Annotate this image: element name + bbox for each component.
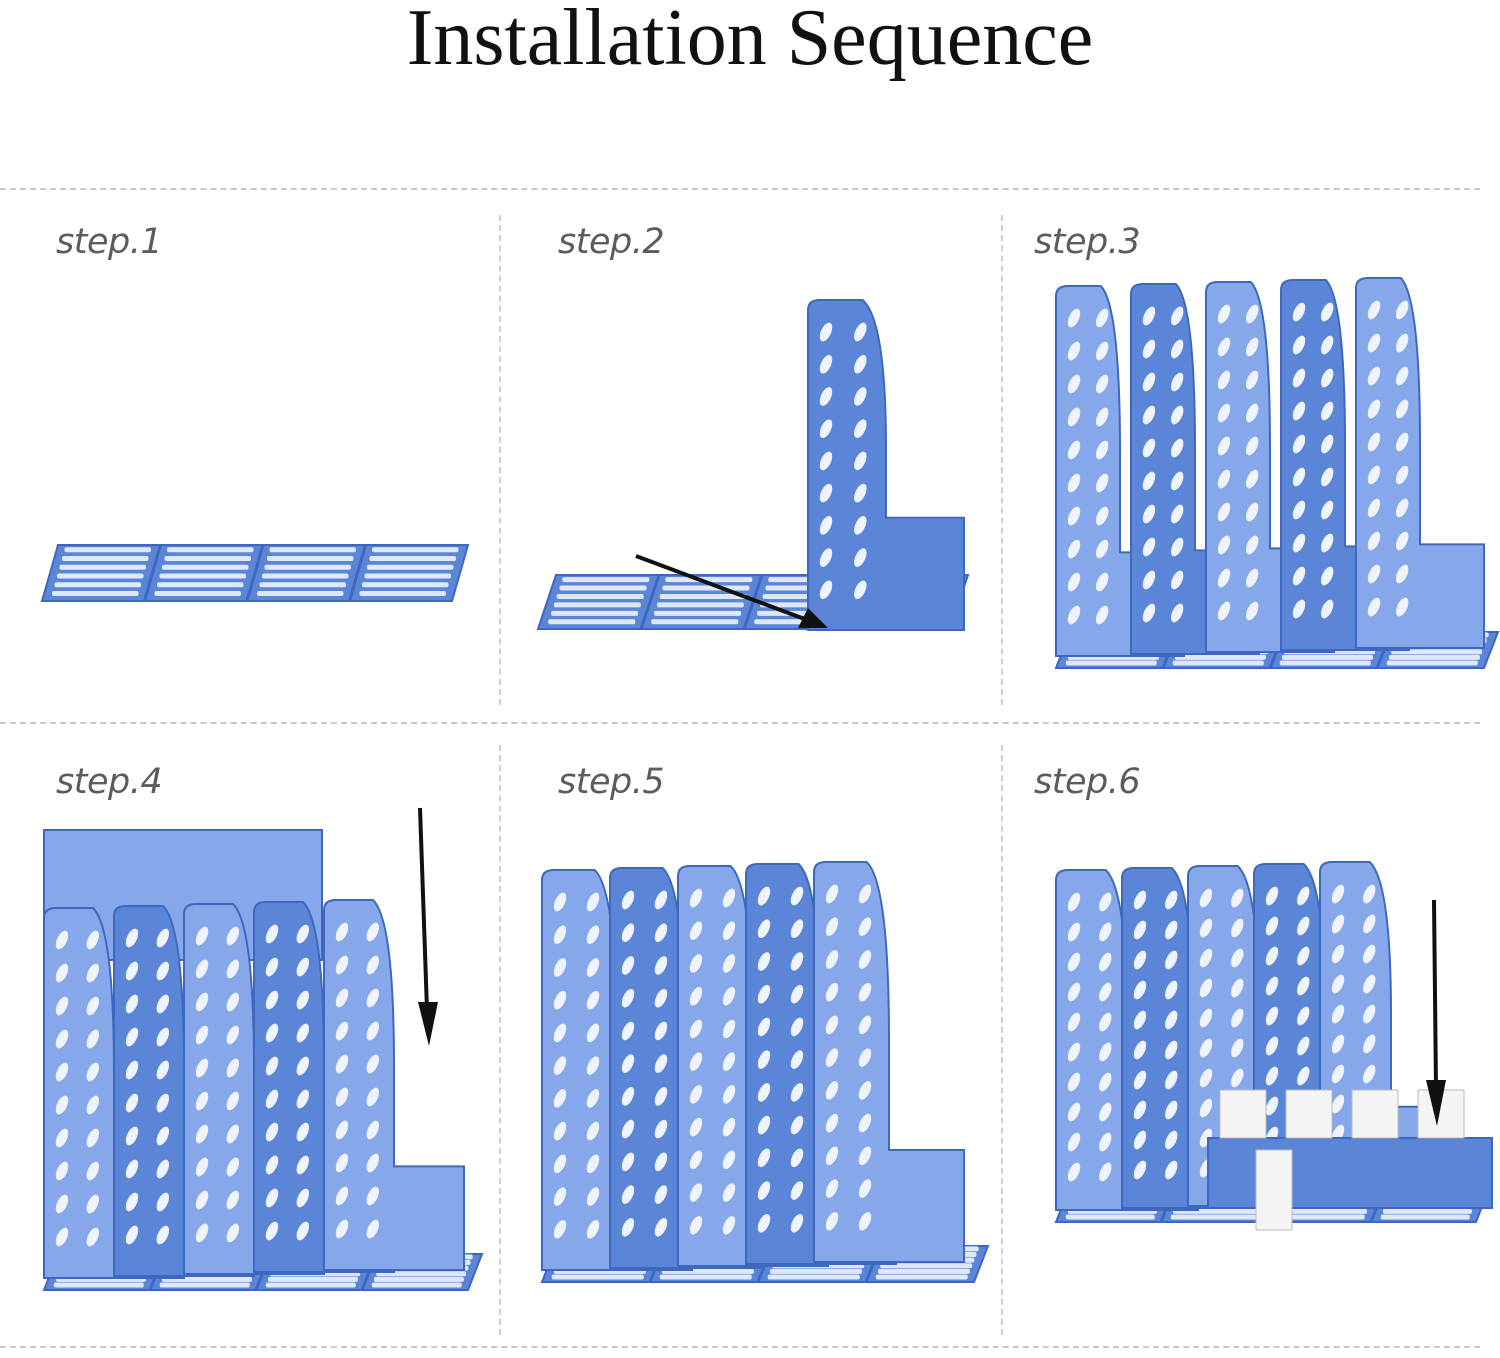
divider-plate-icon (540, 861, 990, 1283)
page-title: Installation Sequence (406, 0, 1094, 82)
arrow-icon (418, 807, 438, 1046)
base-tray-icon (40, 544, 470, 602)
divider-top (0, 188, 1480, 190)
divider-col-4 (1001, 745, 1003, 1335)
divider-plate-icon (1054, 277, 1500, 669)
arrow-icon (1426, 899, 1446, 1126)
divider-bottom (0, 1346, 1480, 1348)
step-4-panel: step.4 (0, 740, 498, 1340)
label-card-icon (1054, 861, 1493, 1231)
step-4-label: step.4 (56, 762, 163, 802)
step-1-label: step.1 (56, 222, 163, 262)
divider-col-3 (499, 745, 501, 1335)
divider-plate-icon (536, 299, 970, 631)
step-1-panel: step.1 (0, 200, 498, 720)
step-5-label: step.5 (558, 762, 665, 802)
step-5-panel: step.5 (502, 740, 1000, 1340)
step-2-panel: step.2 (502, 200, 1000, 720)
step-6-label: step.6 (1034, 762, 1141, 802)
divider-plate-icon (42, 807, 484, 1291)
step-3-panel: step.3 (1004, 200, 1500, 720)
arrow-icon (635, 554, 828, 628)
divider-col-1 (499, 215, 501, 705)
step-3-label: step.3 (1034, 222, 1141, 262)
step-6-panel: step.6 (1004, 740, 1500, 1340)
divider-col-2 (1001, 215, 1003, 705)
step-2-label: step.2 (558, 222, 665, 262)
divider-middle (0, 722, 1480, 724)
